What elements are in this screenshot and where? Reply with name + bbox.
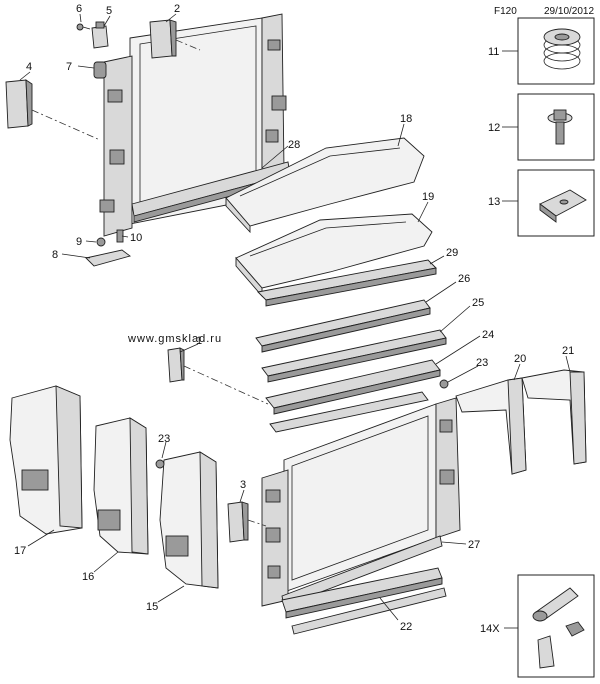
callout-29: 29 <box>446 247 458 259</box>
part-25-seal <box>261 329 447 383</box>
callout-9: 9 <box>76 236 82 248</box>
part-12-box <box>517 93 595 161</box>
callout-16: 16 <box>82 571 94 583</box>
part-15-deflector <box>159 451 219 589</box>
callout-17: 17 <box>14 545 26 557</box>
lower-radiator <box>261 397 461 607</box>
callout-20: 20 <box>514 353 526 365</box>
callout-24: 24 <box>482 329 494 341</box>
leader-lines <box>19 13 571 629</box>
callout-18: 18 <box>400 113 412 125</box>
callout-8: 8 <box>52 249 58 261</box>
part-26-seal <box>255 299 431 353</box>
callout-12: 12 <box>488 122 500 134</box>
part-4-pad <box>5 79 33 129</box>
part-13-box <box>517 169 595 237</box>
callout-23-left: 23 <box>158 433 170 445</box>
callout-23-right: 23 <box>476 357 488 369</box>
part-1-pad <box>167 347 185 383</box>
part-16-deflector <box>93 417 149 555</box>
part-14-box <box>517 574 595 678</box>
callout-5: 5 <box>106 5 112 17</box>
part-22-seal <box>281 567 447 635</box>
callout-1: 1 <box>196 335 202 347</box>
part-19-duct <box>235 213 433 298</box>
callout-2: 2 <box>174 3 180 15</box>
callout-25: 25 <box>472 297 484 309</box>
part-24-lower-seal <box>269 391 429 433</box>
callout-22: 22 <box>400 621 412 633</box>
part-5-clip <box>91 21 109 49</box>
part-23-screw-left <box>155 459 165 469</box>
callout-6: 6 <box>76 3 82 15</box>
part-9-bushing <box>96 237 106 247</box>
part-20-bracket <box>455 377 527 475</box>
alignment-lines <box>31 39 269 527</box>
part-8-bracket <box>85 249 132 267</box>
callout-4: 4 <box>26 61 32 73</box>
callout-19: 19 <box>422 191 434 203</box>
callout-21: 21 <box>562 345 574 357</box>
part-23-screw-right <box>439 379 449 389</box>
callout-27: 27 <box>468 539 480 551</box>
diagram-code: F120 <box>494 6 517 17</box>
callout-10: 10 <box>130 232 142 244</box>
callout-7: 7 <box>66 61 72 73</box>
part-2-pad <box>149 19 177 59</box>
callout-13: 13 <box>488 196 500 208</box>
part-18-duct <box>225 137 425 234</box>
part-17-deflector <box>9 385 83 535</box>
diagram-date: 29/10/2012 <box>544 6 595 17</box>
part-11-box <box>517 17 595 85</box>
part-29-seal <box>257 259 437 307</box>
part-7-bushing <box>93 61 107 79</box>
callout-3: 3 <box>240 479 246 491</box>
part-6-screw <box>76 23 91 31</box>
callout-14: 14X <box>480 623 500 635</box>
part-3-pad <box>227 501 249 543</box>
part-24-seal <box>265 359 441 415</box>
callout-labels: 6 5 2 4 7 9 10 8 28 18 19 29 26 25 24 1 … <box>14 3 574 635</box>
watermark: www.gmsklad.ru <box>127 333 222 345</box>
callout-11: 11 <box>488 46 499 58</box>
upper-radiator <box>99 13 287 237</box>
callout-15: 15 <box>146 601 158 613</box>
part-21-bracket <box>521 369 587 465</box>
callout-28: 28 <box>288 139 300 151</box>
callout-26: 26 <box>458 273 470 285</box>
